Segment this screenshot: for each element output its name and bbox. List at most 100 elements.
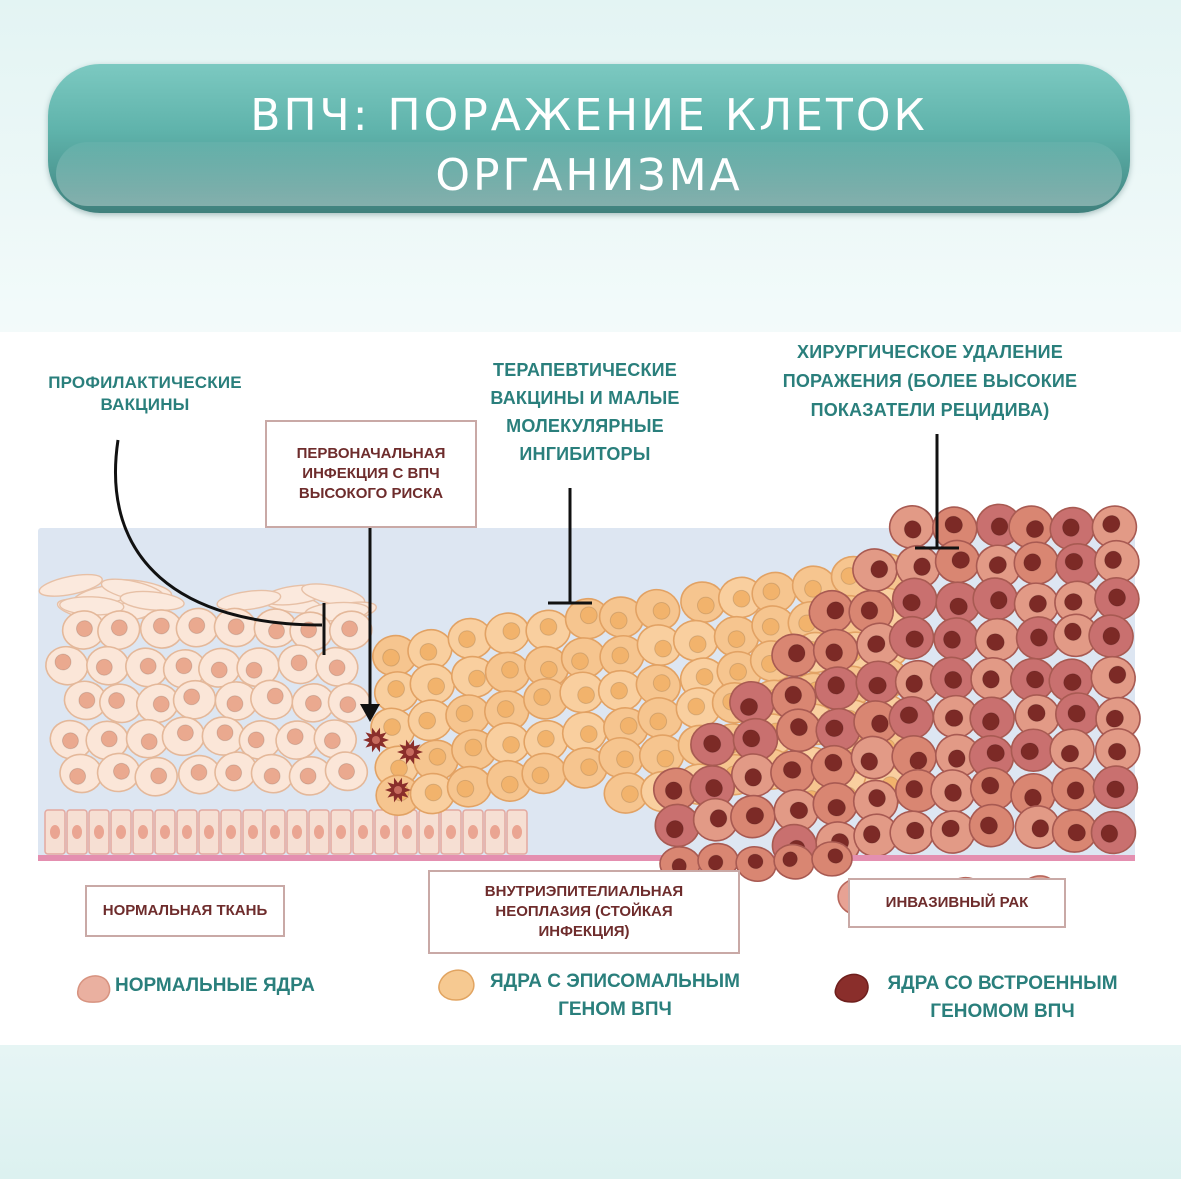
nucleus xyxy=(190,763,208,781)
nucleus xyxy=(826,601,845,620)
nucleus xyxy=(981,776,1000,795)
basal-cell xyxy=(330,809,352,855)
cell xyxy=(172,679,217,720)
nucleus xyxy=(986,633,1005,652)
nucleus xyxy=(744,768,763,787)
prophylactic-inhibition-line xyxy=(114,439,323,627)
cell xyxy=(1051,809,1098,853)
nucleus xyxy=(339,696,357,714)
neoplasia-box: ВНУТРИЭПИТЕЛИАЛЬНАЯ НЕОПЛАЗИЯ (СТОЙКАЯ И… xyxy=(428,870,740,954)
cell xyxy=(97,610,141,651)
cell xyxy=(654,803,701,848)
cell xyxy=(888,696,934,740)
basement-membrane xyxy=(38,855,1135,861)
cell xyxy=(732,717,779,762)
flat-cell xyxy=(119,590,185,612)
cell xyxy=(125,647,169,688)
cell xyxy=(315,646,359,687)
nucleus xyxy=(419,642,438,661)
nucleus xyxy=(784,685,803,705)
nucleus xyxy=(446,825,456,839)
cell xyxy=(85,720,129,761)
invasive-cancer-box: ИНВАЗИВНЫЙ РАК xyxy=(848,878,1066,928)
cell xyxy=(597,669,644,712)
surgical-removal-label: ХИРУРГИЧЕСКОЕ УДАЛЕНИЕ ПОРАЖЕНИЯ (БОЛЕЕ … xyxy=(760,338,1100,425)
cell xyxy=(894,768,941,813)
nucleus xyxy=(266,687,284,705)
nucleus xyxy=(539,660,558,679)
nucleus xyxy=(696,596,715,615)
cell xyxy=(250,679,294,720)
nucleus xyxy=(621,785,639,803)
cell xyxy=(125,718,170,759)
nucleus xyxy=(210,661,228,679)
nucleus xyxy=(902,593,921,612)
cell xyxy=(852,548,898,592)
nucleus xyxy=(328,659,346,677)
cell xyxy=(848,589,894,634)
cell xyxy=(690,722,736,767)
nucleus xyxy=(609,611,628,630)
nucleus xyxy=(739,697,759,717)
label-line: МОЛЕКУЛЯРНЫЕ xyxy=(506,416,664,436)
cell xyxy=(852,779,899,824)
nucleus xyxy=(455,704,474,723)
nucleus xyxy=(787,643,806,663)
title-banner: ВПЧ: ПОРАЖЕНИЕ КЛЕТОК ОРГАНИЗМА xyxy=(48,64,1130,213)
nucleus xyxy=(1105,709,1124,728)
nucleus xyxy=(1067,704,1086,723)
cell xyxy=(201,716,246,756)
cell xyxy=(161,716,206,757)
stage-label: ВНУТРИЭПИТЕЛИАЛЬНАЯ xyxy=(484,883,684,900)
nucleus xyxy=(1028,594,1048,613)
cell xyxy=(929,656,976,701)
nucleus xyxy=(1062,518,1080,537)
label-line: ПРОФИЛАКТИЧЕСКИЕ xyxy=(48,373,242,392)
nucleus xyxy=(913,557,931,577)
nucleus xyxy=(468,669,486,688)
virus-particle xyxy=(385,777,411,803)
nucleus xyxy=(226,695,244,713)
basal-cell xyxy=(374,809,396,855)
nucleus xyxy=(341,620,359,638)
basal-cell xyxy=(132,809,154,855)
nucleus xyxy=(182,825,192,839)
nucleus xyxy=(909,751,928,770)
cell xyxy=(327,682,372,723)
cell xyxy=(1090,810,1137,855)
nucleus xyxy=(870,560,889,579)
nucleus xyxy=(825,719,844,738)
integrated-nucleus-icon xyxy=(834,973,869,1003)
nucleus xyxy=(427,677,446,696)
cell xyxy=(250,753,295,794)
cell xyxy=(731,753,777,798)
nucleus xyxy=(536,729,555,748)
basal-cell xyxy=(176,809,198,855)
nucleus xyxy=(1027,703,1046,722)
nucleus xyxy=(579,725,598,743)
cell xyxy=(1054,580,1100,625)
nucleus xyxy=(619,716,638,735)
nucleus xyxy=(226,825,236,839)
cell xyxy=(162,649,207,689)
nucleus xyxy=(688,635,707,654)
nucleus xyxy=(1020,742,1039,761)
nucleus xyxy=(108,692,126,710)
nucleus xyxy=(247,731,265,749)
cell xyxy=(811,841,853,877)
cell xyxy=(891,735,937,779)
cell xyxy=(198,647,242,688)
nucleus xyxy=(100,730,118,748)
nucleus xyxy=(687,697,706,716)
legend-line: ЯДРА СО ВСТРОЕННЫМ xyxy=(887,973,1118,994)
label-line: ИНГИБИТОРЫ xyxy=(519,444,651,464)
cell xyxy=(680,581,726,623)
nucleus xyxy=(981,712,1000,731)
nucleus xyxy=(323,732,341,750)
nucleus xyxy=(539,617,558,636)
cell xyxy=(313,719,357,759)
cell xyxy=(1092,765,1139,809)
nucleus xyxy=(227,618,245,636)
nucleus xyxy=(1023,553,1042,572)
cell xyxy=(521,752,567,795)
